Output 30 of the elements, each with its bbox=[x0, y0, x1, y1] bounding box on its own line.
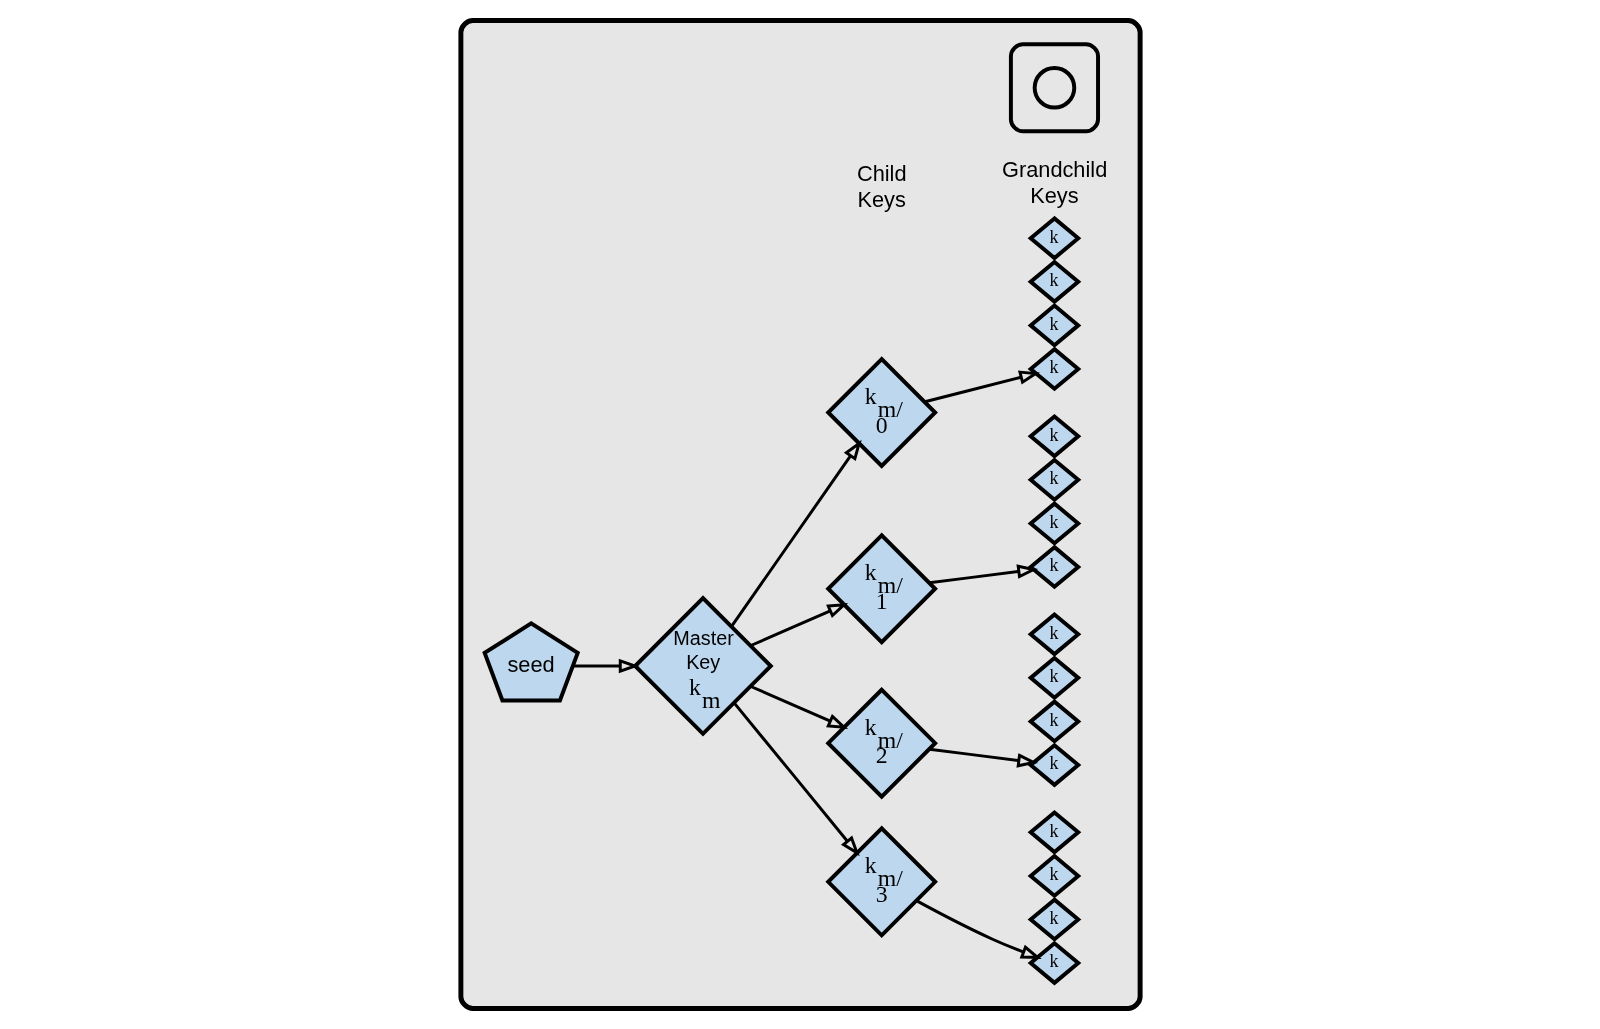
node-circle bbox=[1032, 65, 1076, 110]
node-diamond: k bbox=[1027, 259, 1081, 305]
node-diamond: k bbox=[1027, 699, 1081, 744]
arrow bbox=[749, 603, 848, 647]
label: Child Keys bbox=[856, 161, 907, 213]
node-diamond: k bbox=[1027, 897, 1081, 942]
arrow bbox=[928, 564, 1038, 585]
node-diamond: k bbox=[1027, 501, 1081, 546]
node-diamond: k bbox=[1027, 215, 1081, 261]
arrow bbox=[732, 702, 860, 857]
arrow bbox=[749, 685, 848, 729]
node-diamond: k bbox=[1027, 544, 1081, 590]
cluster bbox=[457, 17, 1143, 1012]
node-diamond: k bbox=[1027, 655, 1081, 701]
cluster bbox=[1008, 42, 1100, 134]
arrow bbox=[915, 899, 1042, 959]
arrow bbox=[928, 747, 1038, 768]
arrow bbox=[729, 439, 862, 628]
node-diamond: k bbox=[1027, 303, 1081, 348]
arrow bbox=[924, 370, 1040, 404]
node-diamond: k bbox=[1027, 413, 1081, 459]
node-diamond: k bbox=[1027, 346, 1081, 392]
node-diamond: k bbox=[1027, 611, 1081, 657]
arrow bbox=[572, 658, 640, 674]
node-diamond: k bbox=[1027, 457, 1081, 503]
label: Grandchild Keys bbox=[1001, 157, 1107, 209]
node-diamond: k bbox=[1027, 940, 1081, 986]
node-diamond: k bbox=[1027, 853, 1081, 899]
node-diamond: k bbox=[1027, 742, 1081, 788]
node-diamond: k bbox=[1027, 809, 1081, 855]
